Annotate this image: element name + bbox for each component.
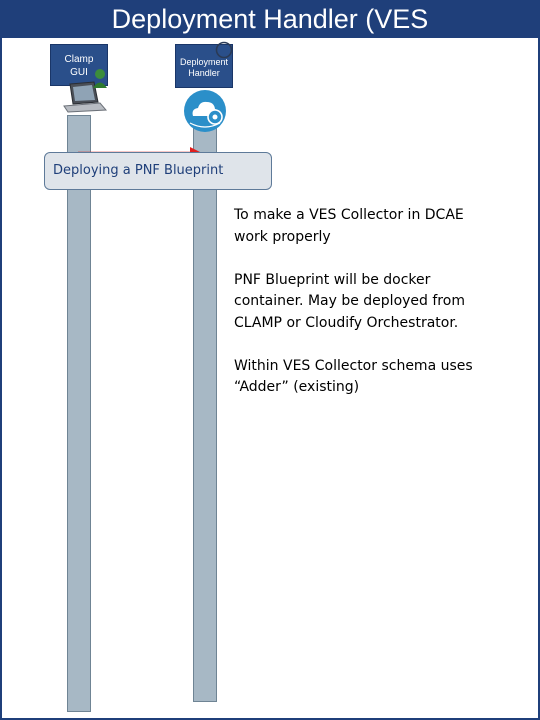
notes: To make a VES Collector in DCAE work pro… xyxy=(234,205,484,420)
note-dcae: To make a VES Collector in DCAE work pro… xyxy=(234,207,464,245)
actor-label-line2: Handler xyxy=(188,68,220,78)
actor-label-line2: GUI xyxy=(70,67,88,78)
actor-deployment-handler: Deployment Handler xyxy=(175,44,233,88)
actor-label-line1: Clamp xyxy=(64,54,94,65)
page-title: Deployment Handler (VES xyxy=(0,0,540,38)
circle-outline-icon xyxy=(215,41,233,59)
actor-label-line1: Deployment xyxy=(179,57,229,67)
note-pnf-blueprint: PNF Blueprint will be docker container. … xyxy=(234,271,465,331)
lifeline-deployment-handler xyxy=(193,125,217,702)
deploy-message-box: Deploying a PNF Blueprint xyxy=(44,152,272,190)
note-ves-schema: Within VES Collector schema uses “Adder”… xyxy=(234,357,473,396)
message-label: Deploying a PNF Blueprint xyxy=(53,163,224,178)
cloud-gear-icon xyxy=(184,90,226,132)
lifeline-clamp-gui xyxy=(67,115,91,712)
laptop-user-icon xyxy=(63,69,108,113)
